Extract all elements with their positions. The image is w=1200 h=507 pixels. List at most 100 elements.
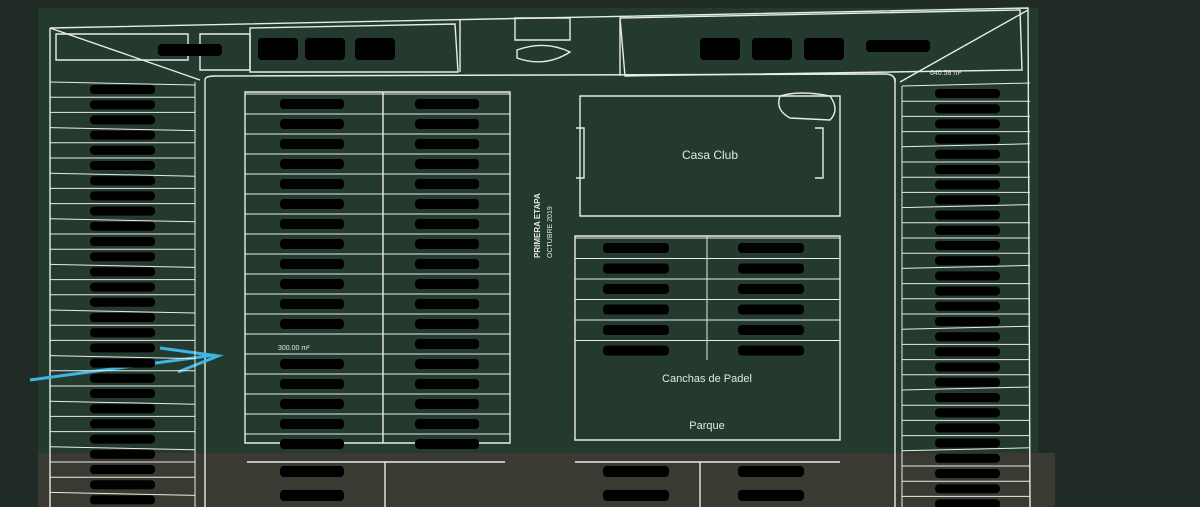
lot-redaction-center-right <box>415 139 479 149</box>
lot-redaction-left <box>90 313 155 322</box>
gate-roundabout <box>516 44 572 63</box>
lote-destacado-area: 300.00 m² <box>278 345 310 352</box>
lot-redaction-left <box>90 252 155 262</box>
lot-redaction-center-left <box>280 379 344 389</box>
lower-band <box>38 453 1055 507</box>
lot-redaction-right <box>935 408 1000 418</box>
fecha-etapa-label: OCTUBRE 2019 <box>547 206 554 258</box>
lot-redaction-right <box>935 256 1000 266</box>
lot-redaction-padel-right <box>738 345 804 356</box>
lot-divider-right <box>901 386 1031 391</box>
lot-redaction-top-6 <box>804 38 844 60</box>
lot-redaction-right <box>935 180 1000 190</box>
lot-redaction-center-left <box>280 279 344 289</box>
lot-redaction-left <box>90 495 155 505</box>
lot-redaction-center-right <box>415 379 479 389</box>
lot-redaction-padel-left <box>603 304 669 315</box>
lot-redaction-right <box>935 225 1000 235</box>
lot-redaction-lower-3 <box>603 466 669 477</box>
lot-redaction-left <box>90 373 155 383</box>
lot-redaction-lower-1 <box>280 466 344 477</box>
lot-divider-right <box>901 264 1031 269</box>
lot-redaction-center-right <box>415 259 479 269</box>
lot-redaction-right <box>935 453 1000 463</box>
center-lot-block <box>244 91 511 444</box>
lot-divider-right <box>901 143 1031 148</box>
lot-redaction-left <box>90 297 155 307</box>
lot-divider-left <box>49 172 196 177</box>
lot-redaction-right <box>935 241 1000 250</box>
lot-redaction-right <box>935 317 1000 326</box>
lot-redaction-right <box>935 89 1000 98</box>
lot-redaction-right <box>935 210 1000 220</box>
casa-club-block <box>579 95 841 217</box>
lot-redaction-center-right <box>415 319 479 329</box>
lot-redaction-left <box>90 145 155 155</box>
canchas-parque-block <box>574 235 841 441</box>
lot-redaction-right <box>935 119 1000 129</box>
lot-redaction-padel-left <box>603 263 669 274</box>
lot-redaction-left <box>90 434 155 444</box>
lot-divider-left <box>49 491 196 496</box>
lot-divider-left <box>49 446 196 451</box>
lot-redaction-center-right <box>415 399 479 409</box>
lot-redaction-center-right <box>415 119 479 129</box>
lot-redaction-right <box>935 149 1000 159</box>
lot-redaction-center-left <box>280 439 344 449</box>
lot-redaction-center-left <box>280 119 344 129</box>
lot-redaction-left <box>90 282 155 292</box>
lot-redaction-padel-left <box>603 243 669 253</box>
arrow-head-icon <box>159 346 224 374</box>
lot-redaction-left <box>90 161 155 170</box>
lot-redaction-center-left <box>280 399 344 409</box>
casa-club-stairs-left <box>576 127 585 179</box>
lot-redaction-right <box>935 195 1000 205</box>
lot-redaction-left <box>90 130 155 140</box>
lot-redaction-top-5 <box>752 38 792 60</box>
lot-divider-left <box>49 127 196 132</box>
lot-redaction-center-left <box>280 259 344 269</box>
casa-club-label: Casa Club <box>682 148 738 162</box>
lot-redaction-center-right <box>415 439 479 449</box>
lot-redaction-right <box>935 362 1000 372</box>
lot-redaction-center-right <box>415 159 479 169</box>
lot-redaction-right <box>935 438 1000 448</box>
lot-redaction-center-left <box>280 99 344 109</box>
lot-redaction-padel-right <box>738 304 804 315</box>
lot-redaction-left <box>90 419 155 429</box>
lot-redaction-center-right <box>415 99 479 109</box>
lot-redaction-center-right <box>415 299 479 309</box>
lot-redaction-center-left <box>280 239 344 249</box>
lot-redaction-lower-5 <box>603 490 669 501</box>
outer-boundary <box>49 7 1031 507</box>
lot-redaction-center-left <box>280 199 344 209</box>
lot-redaction-right <box>935 393 1000 402</box>
lot-redaction-right <box>935 423 1000 433</box>
corner-diagonal-left <box>49 27 201 81</box>
lot-redaction-padel-right <box>738 284 804 294</box>
lot-redaction-left <box>90 100 155 110</box>
lot-divider-left <box>49 400 196 405</box>
lot-redaction-right <box>935 286 1000 296</box>
lot-divider-right <box>901 204 1031 209</box>
lot-redaction-top-1 <box>258 38 298 60</box>
lot-redaction-center-right <box>415 199 479 209</box>
lot-redaction-right <box>935 484 1000 494</box>
lot-redaction-top-3 <box>355 38 395 60</box>
lot-redaction-left <box>90 206 155 216</box>
lot-redaction-right <box>935 377 1000 387</box>
lot-redaction-center-right <box>415 419 479 429</box>
lot-redaction-left <box>90 267 155 277</box>
lot-redaction-padel-right <box>738 243 804 253</box>
lot-redaction-center-left <box>280 419 344 429</box>
casa-club-stairs-right <box>815 127 824 179</box>
lot-redaction-lower-2 <box>280 490 344 501</box>
lot-divider-right <box>901 82 1031 87</box>
lot-redaction-right <box>935 332 1000 342</box>
lot-redaction-left <box>90 221 155 231</box>
gate-structure <box>514 17 571 41</box>
lot-redaction-top-4 <box>700 38 740 60</box>
parque-label: Parque <box>689 420 724 432</box>
lot-redaction-left <box>90 237 155 246</box>
